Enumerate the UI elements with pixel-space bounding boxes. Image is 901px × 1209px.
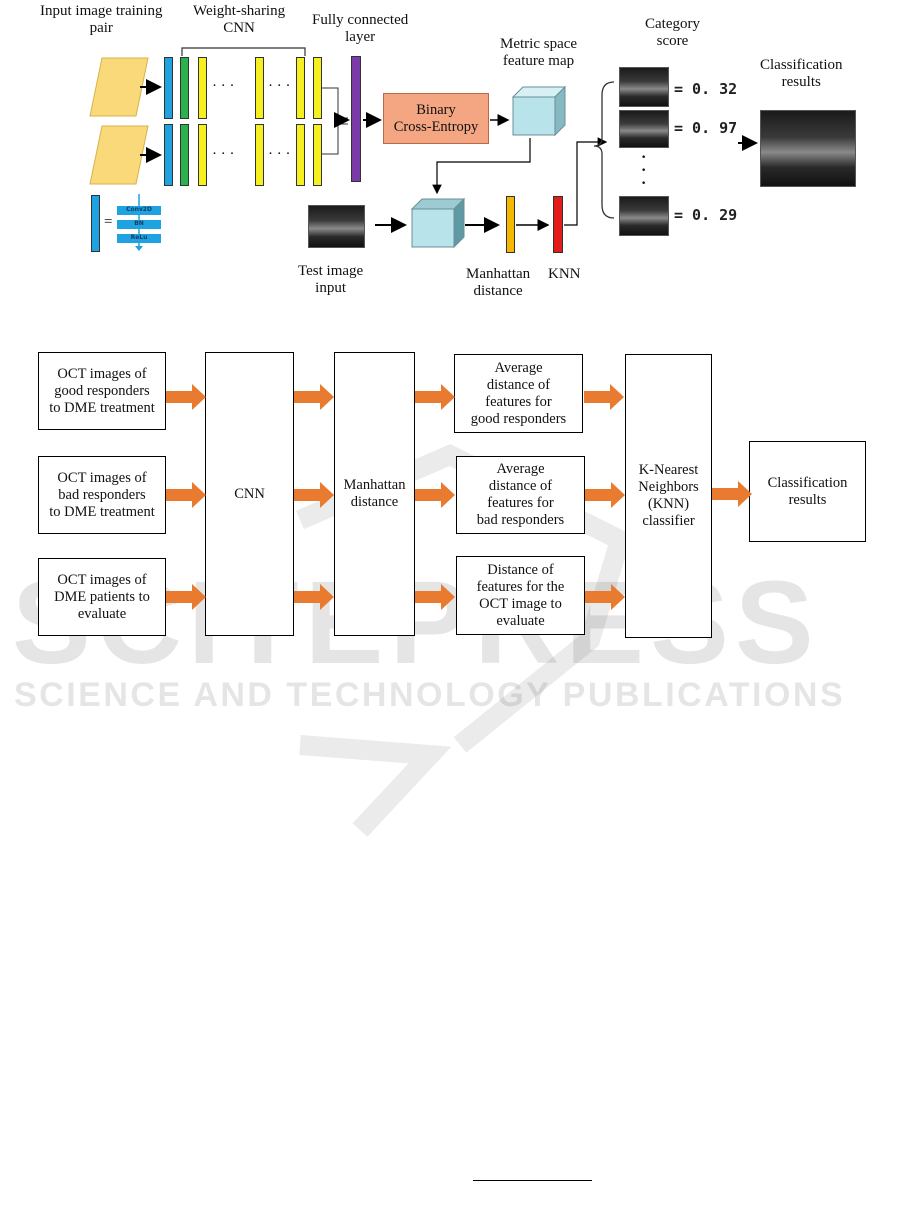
conv-block-yellow-2a <box>198 124 207 186</box>
conv-block-green-2 <box>180 124 189 186</box>
dots-2a: · · · <box>212 146 235 162</box>
weight-sharing-label: Weight-sharing CNN <box>193 3 286 36</box>
knn-bar <box>553 196 563 253</box>
distance-good-responders: Average distance of features for good re… <box>454 354 583 433</box>
footnote-rule <box>473 1180 592 1181</box>
manhattan-distance-box: Manhattan distance <box>334 352 415 636</box>
score-thumbnail-2 <box>619 110 669 148</box>
classification-result-image <box>760 110 856 187</box>
conv-block-yellow-2b <box>255 124 264 186</box>
distance-bad-responders: Average distance of features for bad res… <box>456 456 585 534</box>
watermark-subtitle: SCIENCE AND TECHNOLOGY PUBLICATIONS <box>14 676 846 714</box>
legend-relu: ReLu <box>130 234 148 241</box>
input-image-2 <box>89 125 149 185</box>
legend-blue-bar <box>91 195 100 252</box>
score-thumbnail-3 <box>619 196 669 236</box>
metric-space-cube <box>511 85 567 137</box>
legend-conv2d: Conv2D <box>126 206 152 213</box>
conv-block-yellow-2d <box>313 124 322 186</box>
conv-block-yellow-2c <box>296 124 305 186</box>
conv-block-green-1 <box>180 57 189 119</box>
conv-block-blue-1 <box>164 57 173 119</box>
score-value-1: = 0. 32 <box>674 80 738 98</box>
legend-bn: BN <box>134 220 144 227</box>
manhattan-label: Manhattan distance <box>466 266 531 299</box>
classification-results-label: Classification results <box>760 57 843 90</box>
conv-block-yellow-1c <box>296 57 305 119</box>
input-evaluate-patients: OCT images of DME patients to evaluate <box>38 558 166 636</box>
cnn-brace <box>181 47 306 56</box>
score-ellipsis: · · · <box>640 144 648 195</box>
dots-1b: · · · <box>268 78 291 94</box>
conv-block-blue-2 <box>164 124 173 186</box>
fully-connected-label: Fully connected layer <box>312 12 409 45</box>
distance-evaluate-image: Distance of features for the OCT image t… <box>456 556 585 635</box>
category-score-label: Category score <box>645 16 700 49</box>
legend-block-diagram <box>117 194 161 251</box>
test-image-label: Test image input <box>298 263 364 296</box>
input-pair-label: Input image training pair <box>40 3 163 36</box>
score-value-3: = 0. 29 <box>674 206 738 224</box>
conv-block-yellow-1b <box>255 57 264 119</box>
cnn-box: CNN <box>205 352 294 636</box>
dots-1a: · · · <box>212 78 235 94</box>
manhattan-distance-bar <box>506 196 515 253</box>
dots-2b: · · · <box>268 146 291 162</box>
conv-block-yellow-1d <box>313 57 322 119</box>
knn-classifier-box: K-Nearest Neighbors (KNN) classifier <box>625 354 712 638</box>
input-bad-responders: OCT images of bad responders to DME trea… <box>38 456 166 534</box>
top-connectors <box>140 79 758 233</box>
score-thumbnail-1 <box>619 67 669 107</box>
metric-space-label: Metric space feature map <box>500 36 578 69</box>
fully-connected-layer <box>351 56 361 182</box>
input-good-responders: OCT images of good responders to DME tre… <box>38 352 166 430</box>
knn-label: KNN <box>548 266 581 282</box>
test-image-thumbnail <box>308 205 365 248</box>
test-feature-cube <box>410 197 466 249</box>
binary-cross-entropy-box: Binary Cross-Entropy <box>383 93 489 144</box>
classification-results-box: Classification results <box>749 441 866 542</box>
legend-equals: = <box>104 214 113 230</box>
conv-block-yellow-1a <box>198 57 207 119</box>
score-value-2: = 0. 97 <box>674 119 738 137</box>
input-image-1 <box>89 57 149 117</box>
